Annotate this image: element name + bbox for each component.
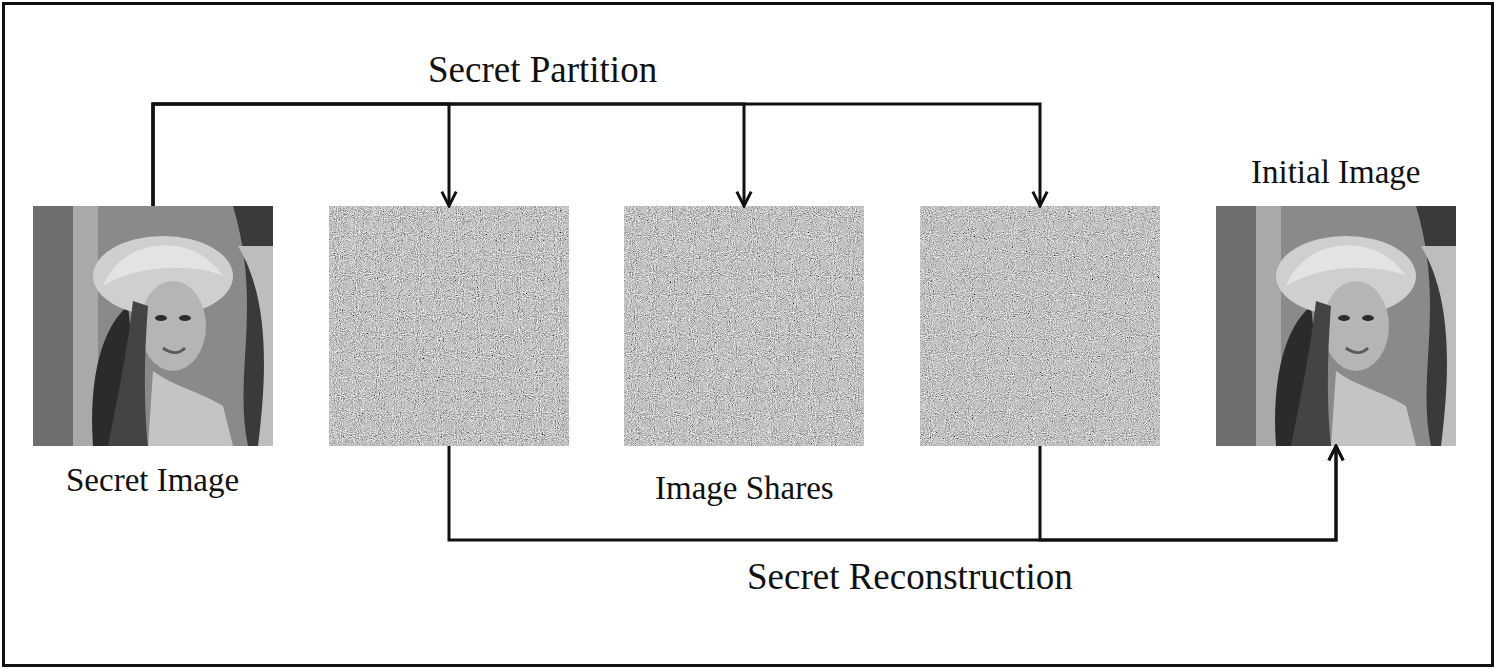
noise-share bbox=[624, 206, 864, 446]
secret-portrait bbox=[33, 206, 273, 446]
noise-share bbox=[920, 206, 1160, 446]
connector-arrow bbox=[1040, 446, 1336, 540]
reconstructed-portrait bbox=[1216, 206, 1456, 446]
connector-arrow bbox=[153, 104, 1040, 206]
image-caption: Secret Image bbox=[66, 462, 239, 500]
connector-arrow bbox=[153, 104, 744, 206]
connector-arrow bbox=[153, 104, 449, 206]
image-node bbox=[920, 206, 1160, 446]
image-node: Secret Image bbox=[33, 206, 273, 446]
edge-label: Secret Partition bbox=[424, 49, 661, 92]
image-caption: Initial Image bbox=[1251, 154, 1421, 192]
connector-arrow bbox=[449, 446, 1336, 540]
image-node: Image Shares bbox=[624, 206, 864, 446]
edge-label: Secret Reconstruction bbox=[743, 556, 1077, 599]
image-node: Initial Image bbox=[1216, 206, 1456, 446]
image-caption: Image Shares bbox=[655, 470, 834, 508]
image-node bbox=[329, 206, 569, 446]
noise-share bbox=[329, 206, 569, 446]
